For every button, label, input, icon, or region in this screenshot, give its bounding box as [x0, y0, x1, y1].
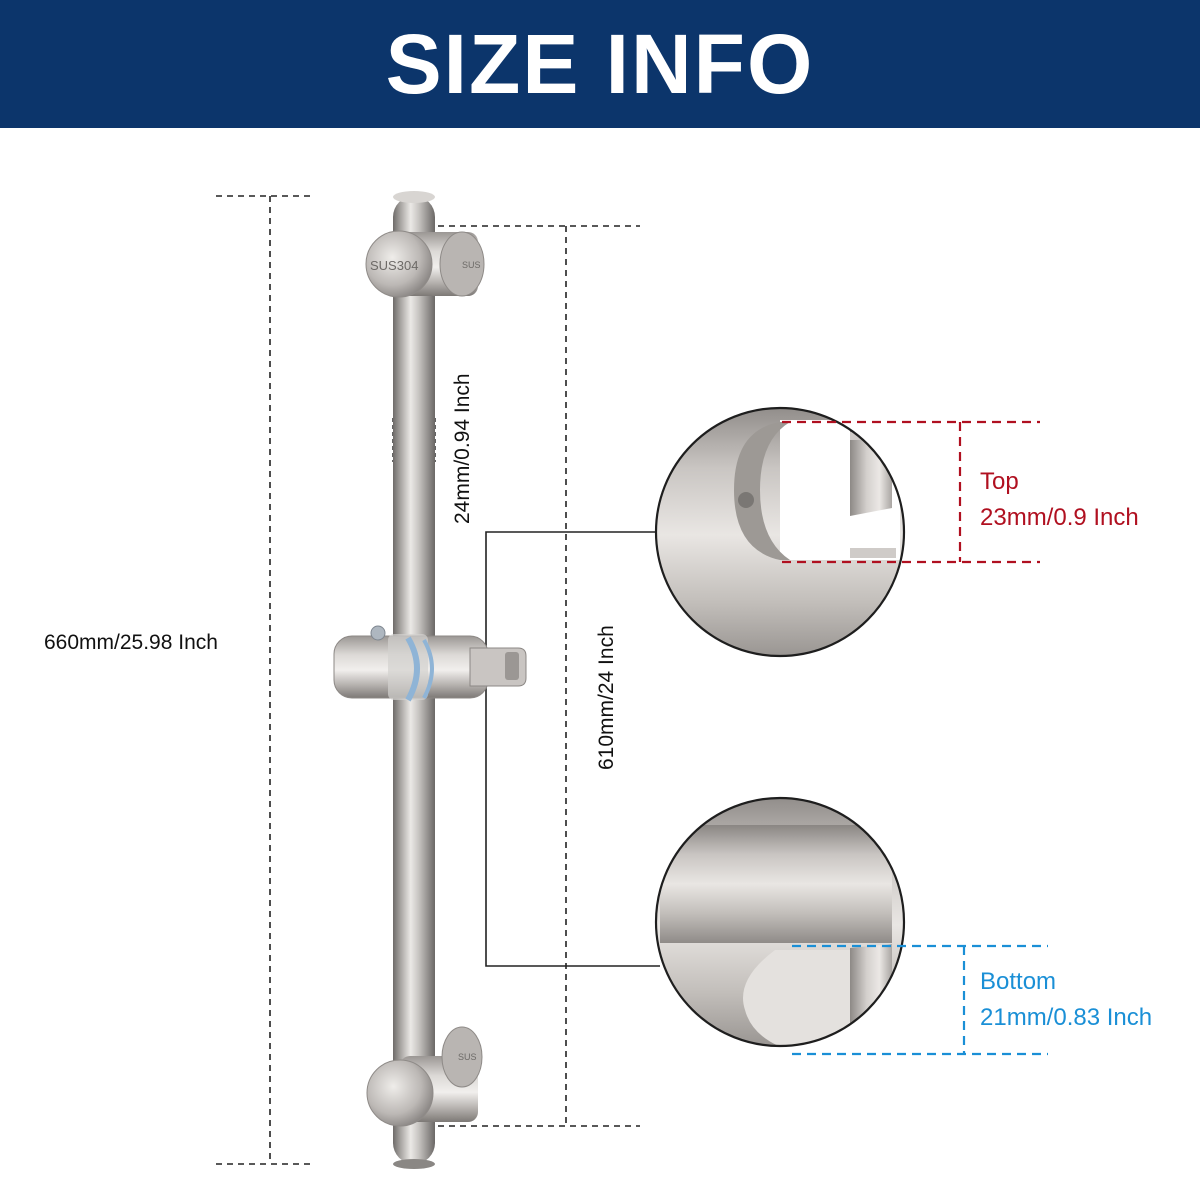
rod-diameter-label: 24mm/0.94 Inch: [451, 373, 474, 524]
total-length-dimension: [216, 195, 310, 1165]
bracket-engraving-right: SUS: [462, 260, 481, 270]
top-opening-measure: [782, 420, 1040, 564]
bottom-opening-measure: [792, 944, 1048, 1056]
hole-distance-dimension: [438, 225, 640, 1127]
page-title: SIZE INFO: [385, 17, 815, 111]
leader-lines: [485, 531, 660, 967]
top-detail-magnifier: [654, 406, 906, 658]
hole-distance-label: 610mm/24 Inch: [595, 625, 618, 770]
top-opening-value: 23mm/0.9 Inch: [980, 504, 1139, 531]
bottom-detail-magnifier: [654, 796, 906, 1048]
sliding-holder: [333, 625, 527, 702]
bottom-opening-title: Bottom: [980, 968, 1057, 995]
bottom-opening-value: 21mm/0.83 Inch: [980, 1004, 1153, 1031]
top-wall-bracket: SUS304 SUS: [365, 230, 485, 298]
total-length-label: 660mm/25.98 Inch: [44, 631, 218, 654]
header-banner: SIZE INFO: [0, 0, 1200, 128]
bottom-bracket-engraving: SUS: [458, 1052, 477, 1062]
top-opening-title: Top: [980, 468, 1019, 495]
bracket-engraving-left: SUS304: [370, 258, 418, 273]
bottom-wall-bracket: SUS: [366, 1026, 483, 1127]
